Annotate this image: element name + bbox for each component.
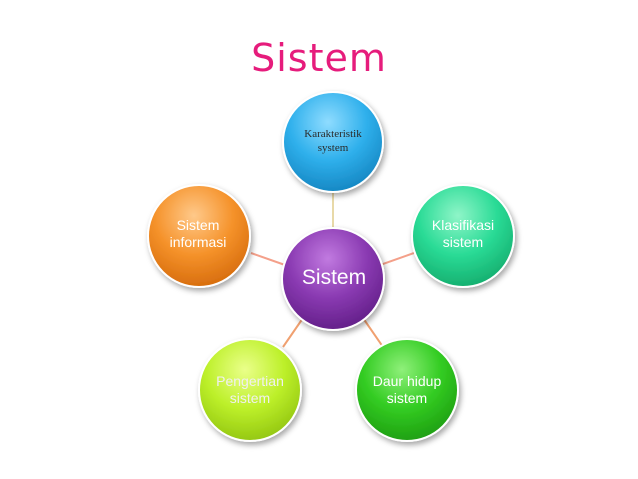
node-karakteristik-system (282, 91, 384, 193)
node-sistem-informasi (147, 184, 251, 288)
node-pengertian-sistem (198, 338, 302, 442)
diagram-title: Sistem (251, 36, 387, 80)
label-sistem-informasi: Sistem informasi (169, 216, 227, 251)
label-klasifikasi-sistem: Klasifikasi sistem (431, 216, 495, 251)
label-center-sistem: Sistem (301, 265, 367, 289)
label-karakteristik-system: Karakteristik system (304, 128, 362, 154)
connector-bottom-right (362, 317, 384, 348)
node-daur-hidup-sistem (355, 338, 459, 442)
node-klasifikasi-sistem (411, 184, 515, 288)
label-pengertian-sistem: Pengertian sistem (216, 372, 284, 407)
label-daur-hidup-sistem: Daur hidup sistem (372, 372, 442, 407)
connector-left (250, 252, 286, 266)
connector-right (379, 252, 415, 266)
connector-bottom-left (282, 317, 304, 348)
node-center-sistem (281, 227, 385, 331)
